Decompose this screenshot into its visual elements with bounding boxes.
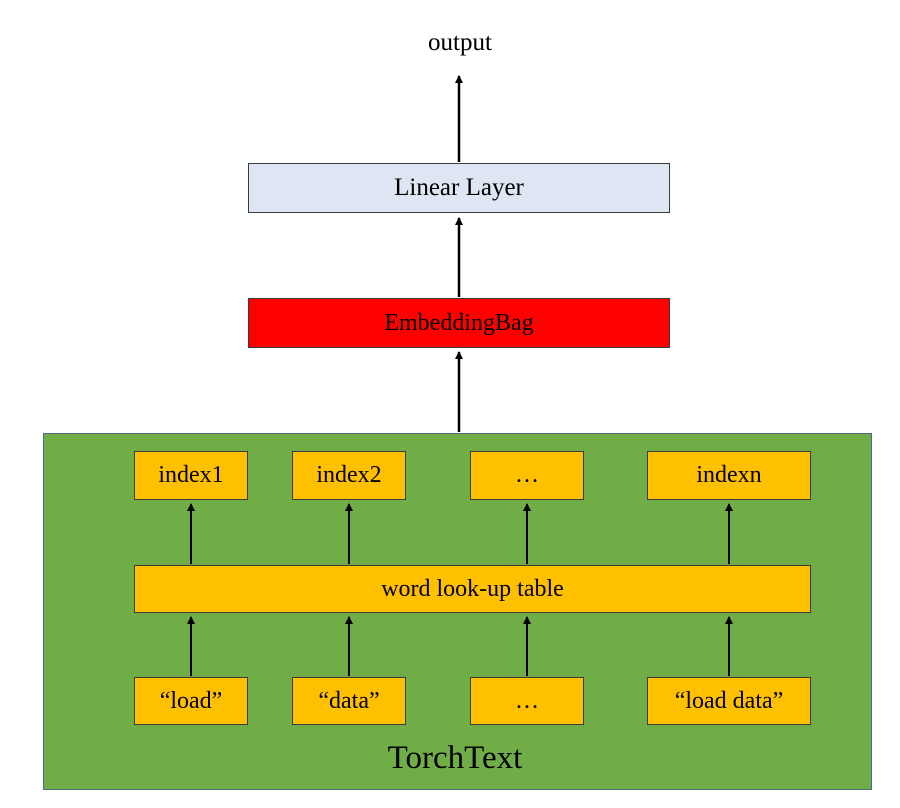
linear-layer-box: Linear Layer	[248, 163, 670, 213]
index-label: index2	[316, 462, 382, 488]
word-label: “load data”	[674, 687, 784, 714]
linear-layer-label: Linear Layer	[394, 174, 524, 201]
index-box-ellipsis: …	[470, 451, 584, 500]
index-label: indexn	[696, 462, 762, 488]
embedding-bag-box: EmbeddingBag	[248, 298, 670, 348]
index-label: index1	[158, 462, 224, 488]
index-box-n: indexn	[647, 451, 811, 500]
index-box-1: index1	[134, 451, 248, 500]
embedding-bag-label: EmbeddingBag	[384, 309, 534, 336]
word-label: “data”	[318, 687, 380, 714]
word-box-1: “load”	[134, 677, 248, 725]
word-label: “load”	[159, 687, 223, 714]
index-label: …	[515, 462, 539, 488]
word-box-ellipsis: …	[470, 677, 584, 725]
torchtext-label: TorchText	[387, 739, 523, 776]
lookup-table-label: word look-up table	[381, 575, 564, 602]
output-label: output	[428, 29, 492, 56]
word-box-n: “load data”	[647, 677, 811, 725]
index-box-2: index2	[292, 451, 406, 500]
word-label: …	[515, 687, 539, 714]
word-box-2: “data”	[292, 677, 406, 725]
lookup-table-box: word look-up table	[134, 565, 811, 613]
